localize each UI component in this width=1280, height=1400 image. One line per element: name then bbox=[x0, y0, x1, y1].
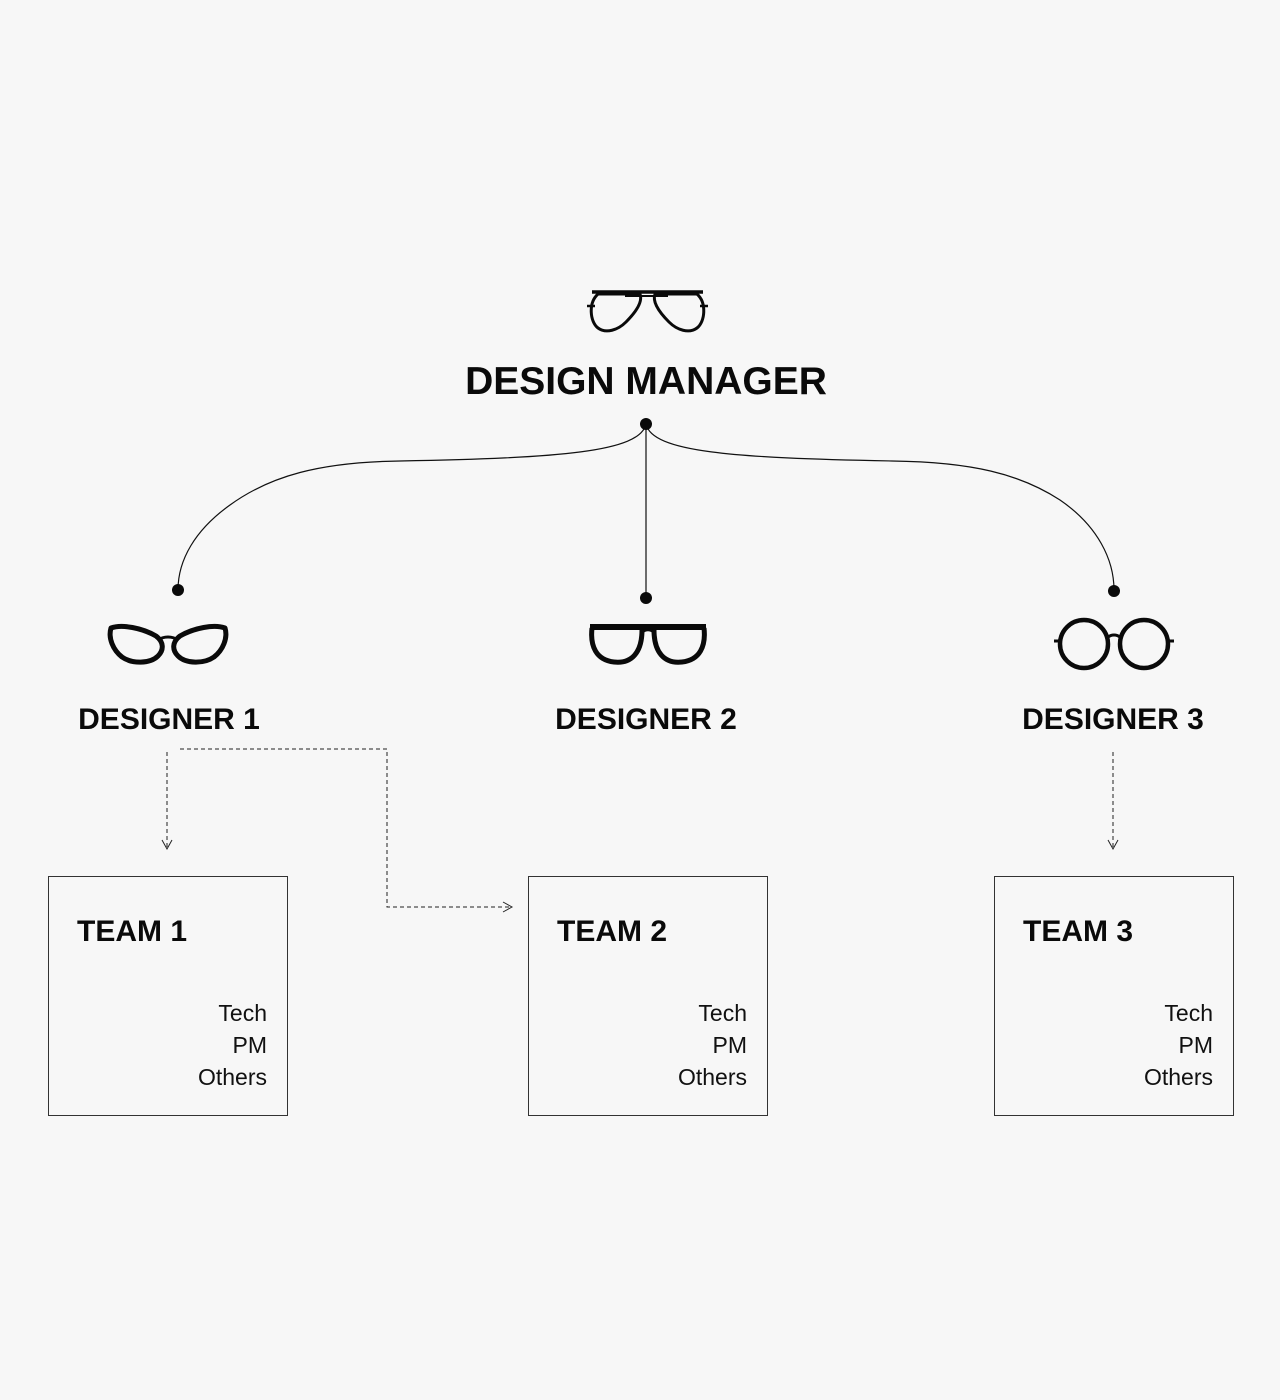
dashed-connectors bbox=[161, 748, 1119, 913]
connector-dots bbox=[172, 418, 1120, 604]
team-1-title: TEAM 1 bbox=[77, 915, 188, 948]
team-member-item: Tech bbox=[1164, 1000, 1213, 1026]
designer-2-node-dot bbox=[640, 592, 652, 604]
team-member-item: Others bbox=[677, 1064, 747, 1090]
team-member-item: Tech bbox=[218, 1000, 267, 1026]
team-2-box: TEAM 2 Tech PM Others bbox=[528, 876, 768, 1116]
designer-3-node-dot bbox=[1108, 585, 1120, 597]
aviator-glasses-icon bbox=[587, 290, 708, 333]
designer-1-title: DESIGNER 1 bbox=[78, 703, 260, 736]
edge-designer-1-team-2 bbox=[180, 748, 514, 913]
round-glasses-icon bbox=[1054, 617, 1174, 671]
cat-eye-glasses-icon bbox=[107, 623, 229, 665]
edge-manager-designer-1 bbox=[177, 423, 647, 591]
wayfarer-glasses-icon bbox=[589, 624, 707, 665]
team-2-members: Tech PM Others bbox=[678, 997, 747, 1093]
edge-manager-designer-3 bbox=[645, 423, 1115, 591]
team-member-item: Tech bbox=[698, 1000, 747, 1026]
team-member-item: PM bbox=[232, 1032, 268, 1058]
manager-connectors bbox=[177, 423, 1115, 598]
team-member-item: Others bbox=[1143, 1064, 1213, 1090]
team-member-item: Others bbox=[197, 1064, 267, 1090]
team-member-item: PM bbox=[712, 1032, 748, 1058]
designer-3-title: DESIGNER 3 bbox=[1022, 703, 1204, 736]
manager-title: DESIGN MANAGER bbox=[465, 360, 827, 403]
team-3-title: TEAM 3 bbox=[1023, 915, 1134, 948]
team-3-box: TEAM 3 Tech PM Others bbox=[994, 876, 1234, 1116]
team-3-members: Tech PM Others bbox=[1144, 997, 1213, 1093]
team-1-box: TEAM 1 Tech PM Others bbox=[48, 876, 288, 1116]
designer-2-title: DESIGNER 2 bbox=[555, 703, 737, 736]
team-1-members: Tech PM Others bbox=[198, 997, 267, 1093]
team-2-title: TEAM 2 bbox=[557, 915, 668, 948]
designer-1-node-dot bbox=[172, 584, 184, 596]
team-member-item: PM bbox=[1178, 1032, 1214, 1058]
manager-node-dot bbox=[640, 418, 652, 430]
